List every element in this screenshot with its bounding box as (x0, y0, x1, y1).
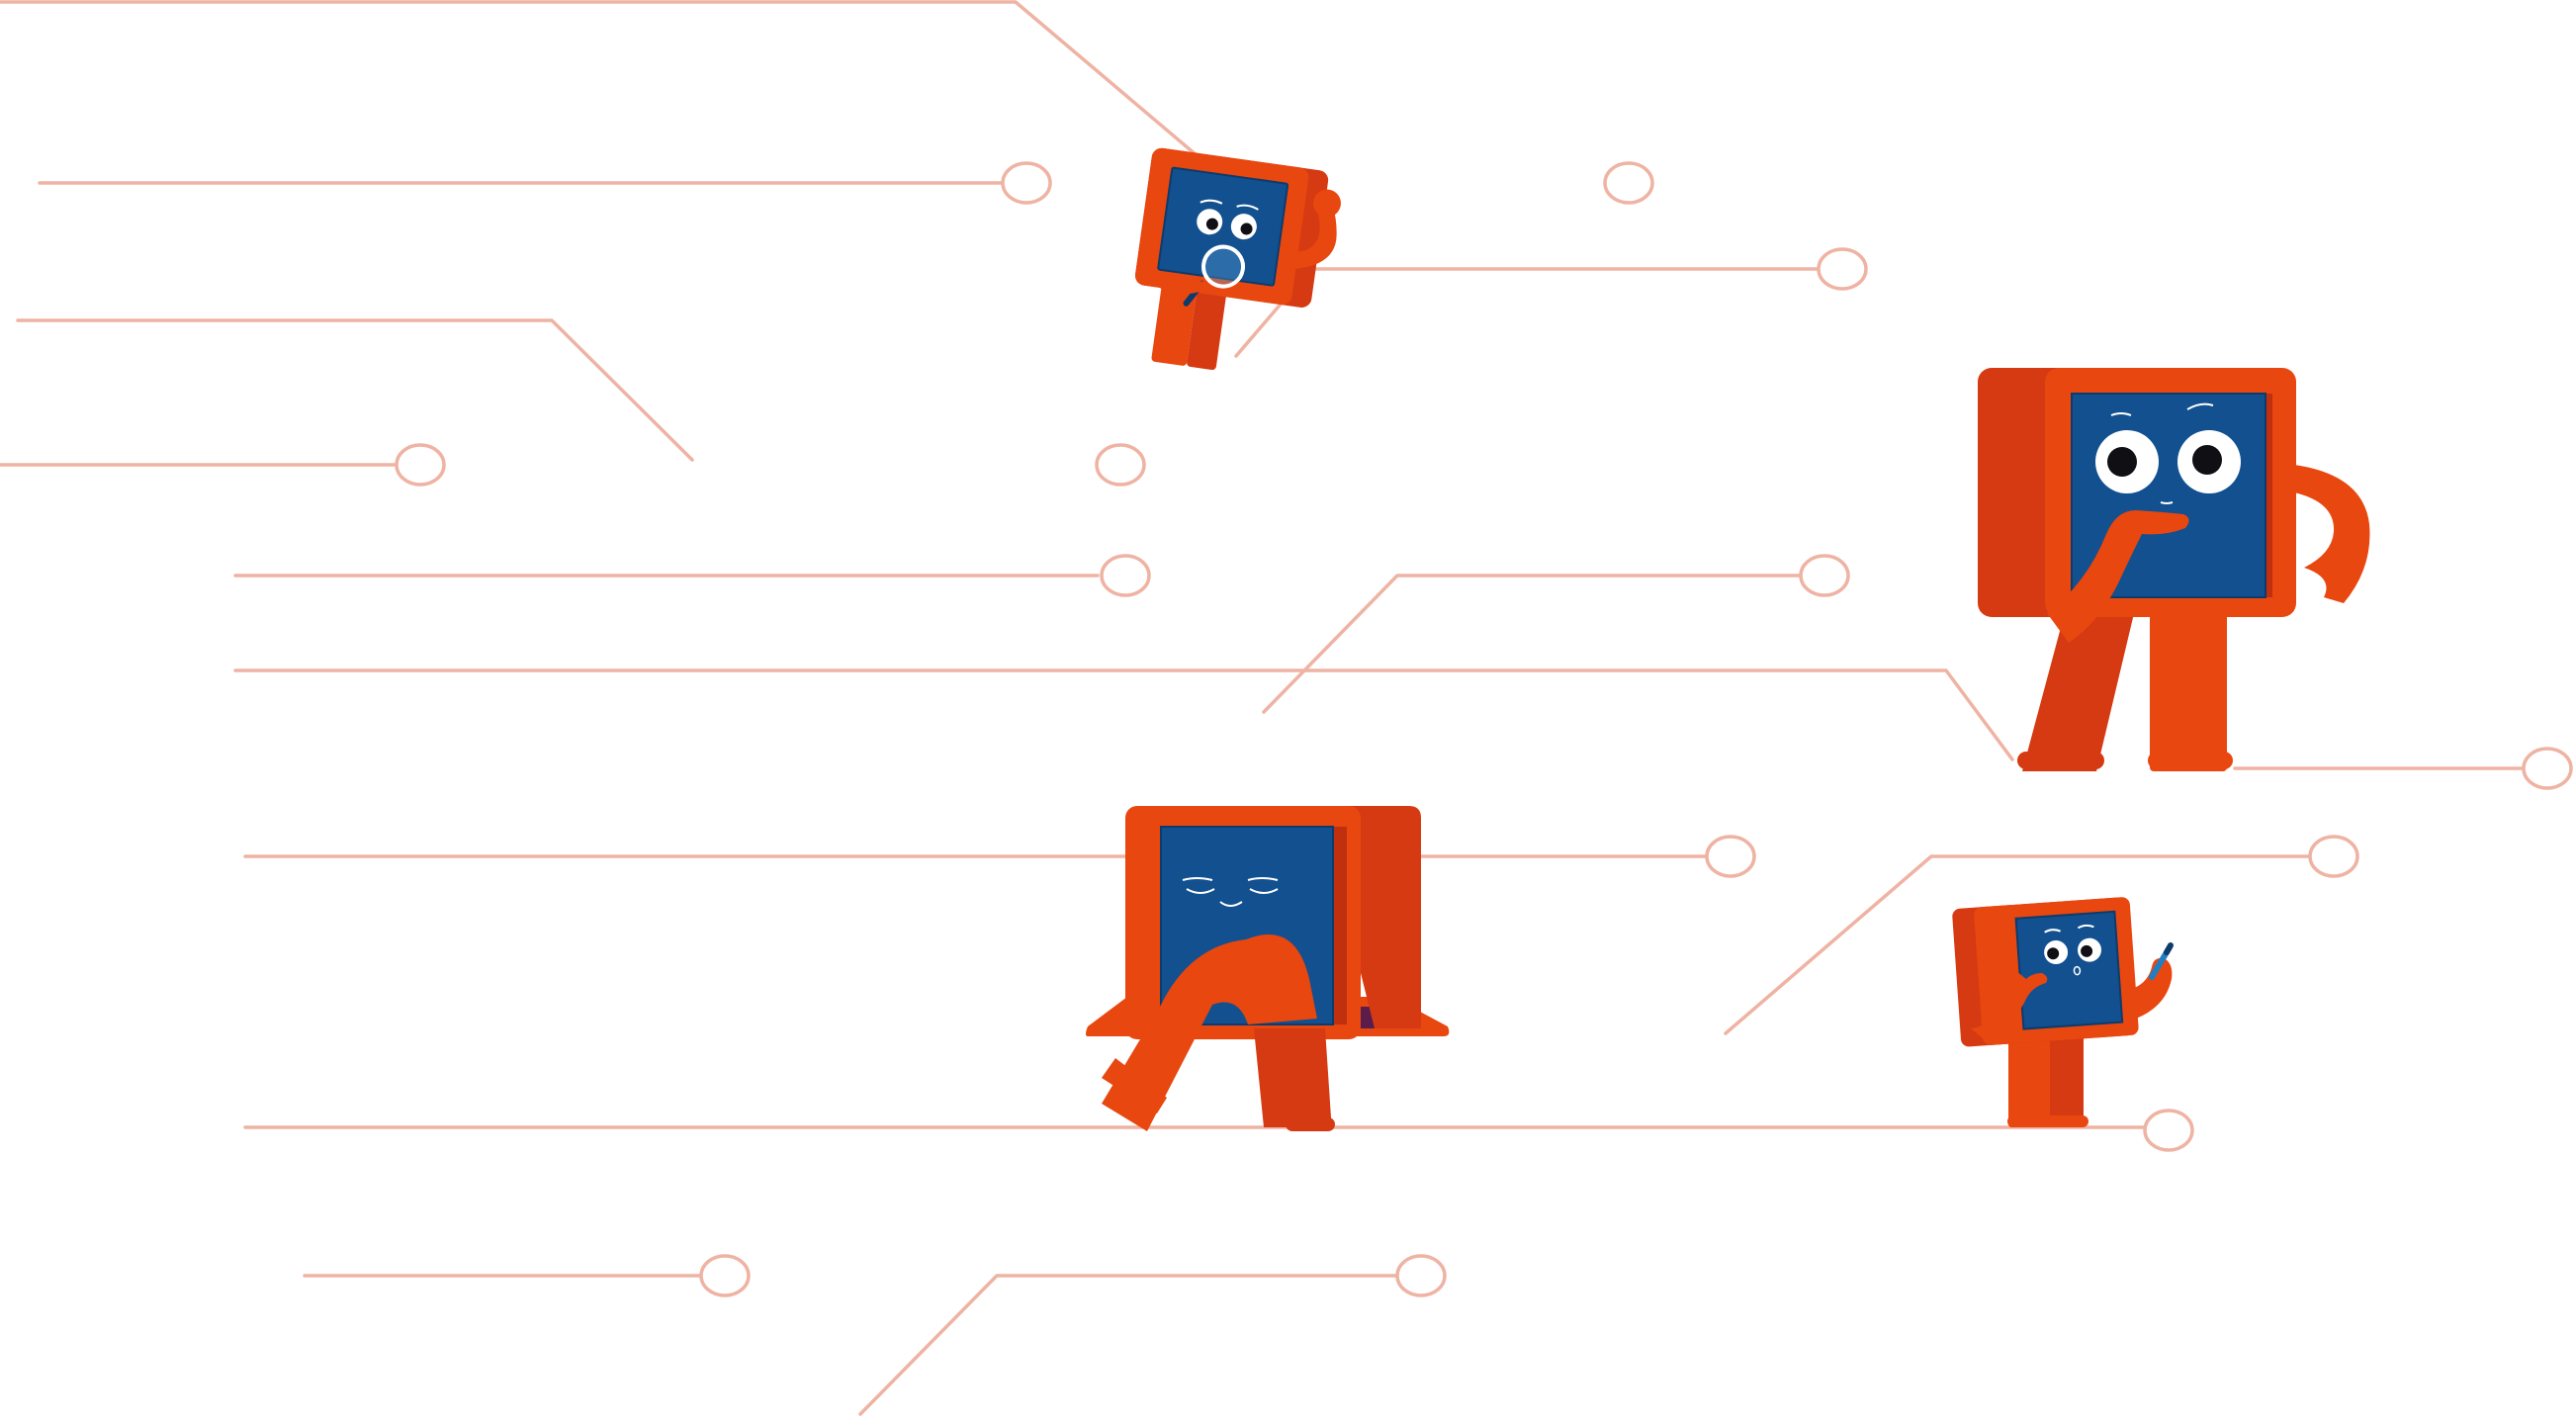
character-leg (2050, 1028, 2084, 1127)
tablet-screen-shadow (1331, 827, 1347, 1024)
tablet-character-sitting (1086, 806, 1450, 1131)
eyebrow (1182, 877, 1213, 881)
circuit-node (1100, 554, 1151, 597)
tablet-character-pen (1952, 897, 2174, 1127)
character-foot (2007, 1115, 2088, 1127)
circuit-node (1395, 1254, 1447, 1297)
pupil (2081, 944, 2093, 957)
tablet-screen (1157, 166, 1289, 287)
character-fist (1312, 189, 1341, 218)
circuit-node (1001, 161, 1052, 205)
mouth (1219, 901, 1243, 907)
character-arm (2132, 958, 2173, 1019)
circuit-trace (1262, 574, 1802, 714)
circuit-traces (0, 0, 2526, 1416)
character-arm (2047, 510, 2189, 643)
circuit-trace (16, 318, 694, 462)
tablet-character-thinking (1978, 368, 2370, 771)
eyebrow (2186, 402, 2214, 410)
eyebrow (1247, 877, 1279, 881)
tablet-screen (2014, 910, 2124, 1030)
character-leg (2022, 605, 2136, 771)
circuit-trace (233, 668, 2014, 761)
circuit-node (1799, 554, 1850, 597)
circuit-nodes (395, 161, 2573, 1297)
character-leg (2150, 605, 2227, 771)
eyebrow (1199, 199, 1223, 205)
eyebrow (2044, 929, 2061, 934)
mouth (2160, 501, 2174, 504)
closed-eye (1186, 888, 1215, 894)
character-foot (2148, 752, 2233, 769)
character-foot (1102, 1058, 1167, 1113)
circuit-node (2308, 835, 2359, 878)
circuit-node (2143, 1109, 2194, 1152)
closed-eye (1249, 888, 1279, 894)
character-leg (1102, 934, 1317, 1131)
character-leg (1187, 278, 1228, 371)
circuit-trace (1724, 854, 2311, 1035)
circuit-node (2522, 747, 2573, 790)
tablet-character-magnifier (1134, 147, 1341, 371)
pupil (1205, 218, 1218, 230)
pupil (2107, 447, 2137, 477)
character-foot (1286, 1117, 1335, 1131)
character-arm (1291, 206, 1337, 269)
character-leg (2008, 1028, 2050, 1127)
circuit-node (1095, 443, 1146, 487)
circuit-trace (858, 1274, 1398, 1416)
pupil (2047, 947, 2060, 960)
circuit-node (699, 1254, 751, 1297)
circuit-node (1817, 247, 1868, 291)
character-arm (1144, 272, 1207, 295)
pupil (1240, 222, 1253, 235)
circuit-node (395, 443, 446, 487)
character-foot (2017, 752, 2104, 769)
character-arm (1971, 970, 2048, 1038)
character-arm (2294, 465, 2370, 603)
circuit-node (1603, 161, 1654, 205)
pupil (2192, 445, 2222, 475)
eyebrow (2110, 412, 2132, 416)
eyebrow (2077, 924, 2094, 930)
mouth (2073, 965, 2082, 976)
circuit-trace (0, 0, 1199, 157)
pen-icon (2149, 942, 2174, 980)
character-leg (1151, 273, 1199, 366)
circuit-node (1705, 835, 1756, 878)
character-leg (1254, 1028, 1331, 1127)
eyebrow (1236, 204, 1259, 211)
